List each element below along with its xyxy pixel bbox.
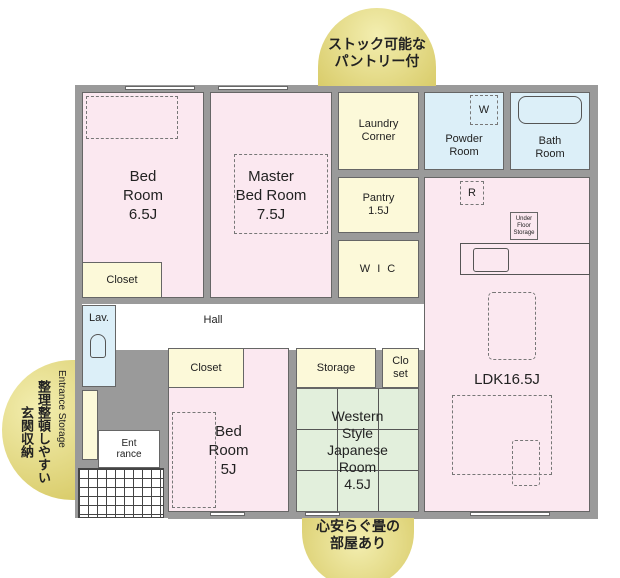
room-label: Laundry <box>358 118 399 130</box>
refrigerator: R <box>460 181 484 205</box>
room-label: Pantry <box>362 192 395 204</box>
room-label: Bed <box>129 167 157 185</box>
room-label: Ent <box>121 438 137 449</box>
room-label: Room <box>449 146 479 158</box>
walk-in-closet: W I C <box>338 240 419 298</box>
room-label: Corner <box>361 131 396 143</box>
room-label: Room <box>122 186 163 204</box>
room-label: Bed <box>215 422 242 440</box>
window <box>218 86 288 90</box>
room-label: Closet <box>106 273 138 286</box>
toilet <box>90 334 106 358</box>
room-label: Closet <box>190 361 222 374</box>
callout-text: 整理整頓しやすい <box>36 380 51 484</box>
sofa <box>452 395 552 475</box>
callout-text: パントリー付 <box>334 53 420 69</box>
window <box>125 86 195 90</box>
room-label: Western <box>331 407 384 424</box>
hall: Hall <box>82 304 424 350</box>
callout-tatami: 心安らぐ畳の部屋あり <box>302 518 414 578</box>
room-label: Clo <box>392 355 409 367</box>
room-label: W <box>478 103 490 116</box>
entrance-floor <box>78 468 164 518</box>
bed-furniture <box>86 96 178 139</box>
closet-1: Closet <box>82 262 162 298</box>
room-label: Lav. <box>89 311 109 324</box>
window <box>305 512 340 516</box>
kitchen-counter <box>460 243 590 275</box>
storage: Storage <box>296 348 376 388</box>
room-label: W I C <box>359 262 398 275</box>
washer: W <box>470 95 498 125</box>
room-label: rance <box>116 449 142 460</box>
room-label: Room <box>208 441 249 459</box>
room-label: Bath <box>538 135 562 147</box>
bed-furniture <box>172 412 216 508</box>
callout-text: 心安らぐ畳の <box>316 518 400 534</box>
room-label: Style <box>341 424 374 441</box>
bathtub <box>518 96 582 124</box>
callout-pantry: ストック可能なパントリー付 <box>318 8 436 86</box>
room-label: 6.5J <box>128 205 158 223</box>
room-label: 7.5J <box>256 205 286 223</box>
room-label: Bed Room <box>235 186 307 204</box>
sink <box>473 248 509 272</box>
room-label: Under <box>515 215 533 222</box>
room-label: 5J <box>220 460 237 478</box>
room-label: Floor <box>517 222 531 229</box>
room-label: Hall <box>203 313 223 326</box>
room-label: set <box>393 368 408 380</box>
coffee-table <box>512 440 540 486</box>
room-label: Room <box>338 458 377 475</box>
room-label: 4.5J <box>344 475 371 492</box>
callout-text: 部屋あり <box>330 535 386 551</box>
callout-text: 玄関収納 <box>19 406 34 458</box>
lavatory: Lav. <box>82 305 116 387</box>
bed-furniture <box>234 154 328 234</box>
callout-text: ストック可能な <box>328 36 426 52</box>
room-label: R <box>468 186 476 199</box>
room-label: Japanese <box>327 441 388 458</box>
room-label: Master <box>248 167 294 185</box>
dining-table <box>488 292 536 360</box>
room-label: Powder <box>445 133 483 145</box>
ldk: LDK16.5J <box>424 177 590 512</box>
entrance-storage-label: Entrance Storage <box>56 370 67 448</box>
room-label: 1.5J <box>368 205 389 217</box>
window <box>470 512 550 516</box>
closet-2: Closet <box>168 348 244 388</box>
window <box>210 512 245 516</box>
room-label: Storage <box>316 361 356 374</box>
entrance-storage <box>82 390 98 460</box>
room-label: Storage <box>513 229 535 236</box>
room-label: Room <box>535 148 565 160</box>
room-label: LDK16.5J <box>474 371 540 388</box>
